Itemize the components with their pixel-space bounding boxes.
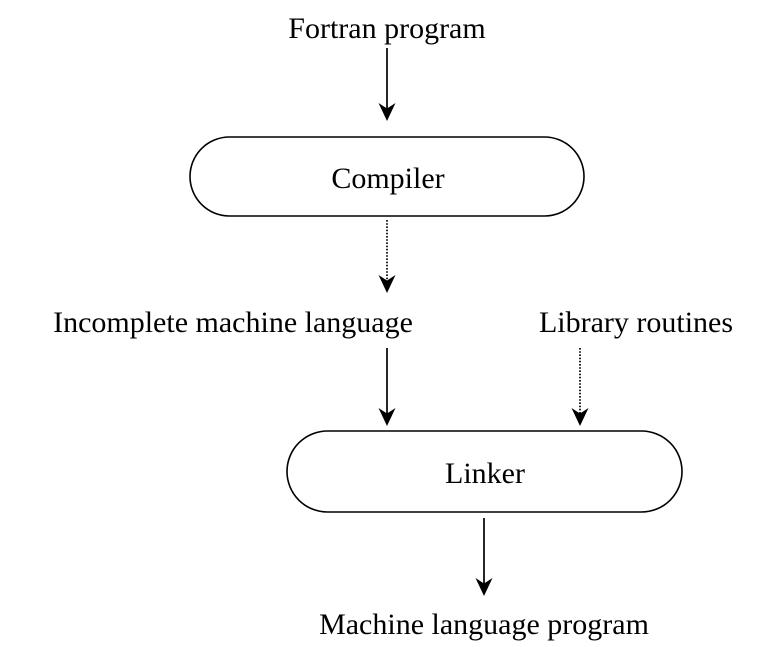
arrow-head-library-to-linker xyxy=(571,408,589,426)
label-machine-language-program: Machine language program xyxy=(319,608,649,641)
label-fortran-program: Fortran program xyxy=(288,12,485,45)
edge-incomplete-to-linker xyxy=(378,348,396,426)
arrow-head-incomplete-to-linker xyxy=(378,408,396,426)
arrow-head-fortran-to-compiler xyxy=(378,103,396,121)
linker-stadium-shape xyxy=(286,430,683,513)
compiler-label: Compiler xyxy=(331,162,444,195)
arrow-head-linker-to-machine-program xyxy=(475,578,493,596)
arrow-head-compiler-to-incomplete xyxy=(378,275,396,293)
node-linker[interactable]: Linker xyxy=(286,430,683,513)
edge-linker-to-machine-program xyxy=(475,518,493,596)
edge-fortran-to-compiler xyxy=(378,48,396,121)
edge-library-to-linker xyxy=(571,348,589,426)
node-compiler[interactable]: Compiler xyxy=(189,136,585,217)
label-library-routines: Library routines xyxy=(539,306,733,339)
linker-label: Linker xyxy=(445,457,525,490)
compiler-stadium-shape xyxy=(189,136,585,217)
label-incomplete-machine-language: Incomplete machine language xyxy=(53,306,413,339)
edge-compiler-to-incomplete xyxy=(378,220,396,293)
